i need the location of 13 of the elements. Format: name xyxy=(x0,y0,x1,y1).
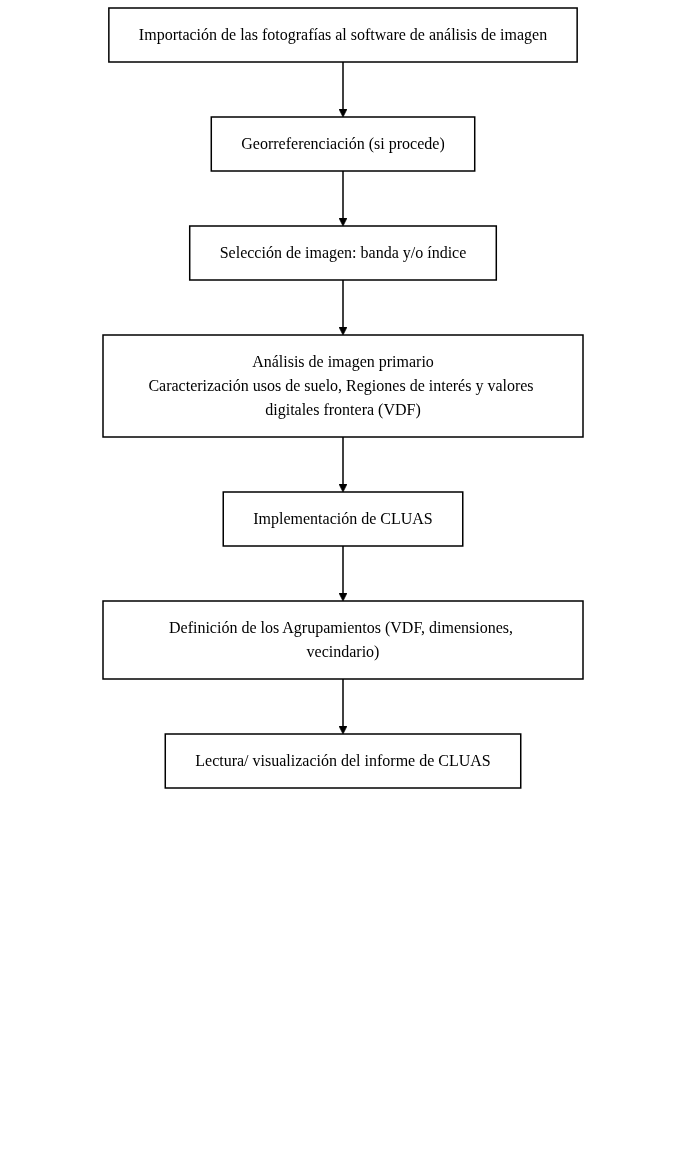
node-box: Selección de imagen: banda y/o índice xyxy=(188,225,497,281)
node-box: Implementación de CLUAS xyxy=(222,491,463,547)
arrow xyxy=(338,545,347,602)
node-box: Georreferenciación (si procede) xyxy=(210,116,475,172)
node-box: Importación de las fotografías al software de análisis de imagen xyxy=(107,7,578,63)
arrow xyxy=(338,61,347,118)
arrow xyxy=(338,279,347,336)
node-box: Análisis de imagen primario Caracterización usos de suelo, Regiones de interés y valores digitales frontera (VDF) xyxy=(101,334,584,438)
arrow xyxy=(338,678,347,735)
arrow xyxy=(338,436,347,493)
node-box: Lectura/ visualización del informe de CLUAS xyxy=(164,733,521,789)
arrow xyxy=(338,170,347,227)
node-box: Definición de los Agrupamientos (VDF, dimensiones, vecindario) xyxy=(101,600,584,680)
